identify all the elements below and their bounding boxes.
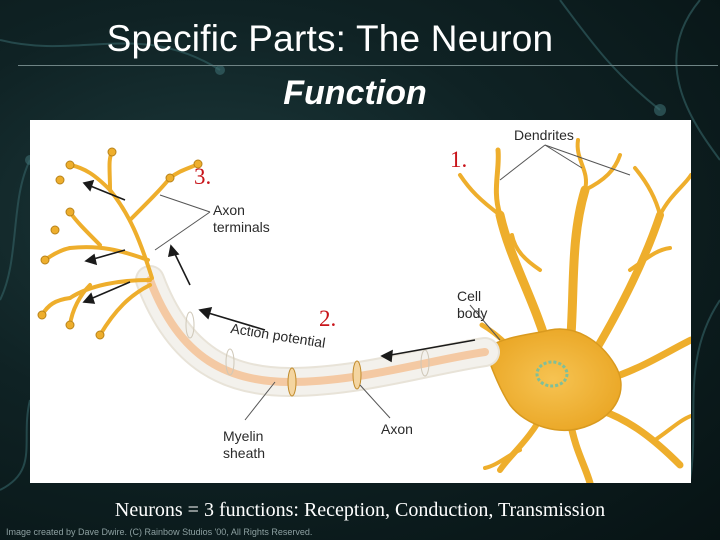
slide-title: Specific Parts: The Neuron [106,18,554,59]
dendrites [458,138,691,483]
title-divider [18,65,718,66]
nucleus [535,360,569,388]
cell-body-label-line1: Cell [457,288,482,304]
number-2-conduction: 2. [319,306,337,331]
image-credit: Image created by Dave Dwire. (C) Rainbow… [6,527,313,537]
slide-caption: Neurons = 3 functions: Reception, Conduc… [114,499,606,521]
neuron-illustration [37,138,691,483]
pointer-lines [154,144,631,421]
cell-body [484,328,622,431]
slide-subtitle: Function [283,74,427,112]
cell-body-label-line2: body [457,305,488,321]
terminal-knobs [37,147,203,340]
myelin-sheath-label-line2: sheath [223,445,266,461]
myelin-sheath-label-line1: Myelin [223,428,264,444]
axon-label: Axon [381,421,413,437]
axon-terminals-label-line1: Axon [213,202,245,218]
dendrites-label: Dendrites [514,127,574,143]
neuron-diagram: Dendrites Axon terminals Cell body Actio… [30,120,691,483]
axon-terminals-label-line2: terminals [213,219,270,235]
axon [135,265,500,398]
number-3-transmission: 3. [194,164,212,189]
direction-arrows [82,179,476,363]
number-1-reception: 1. [450,147,468,172]
